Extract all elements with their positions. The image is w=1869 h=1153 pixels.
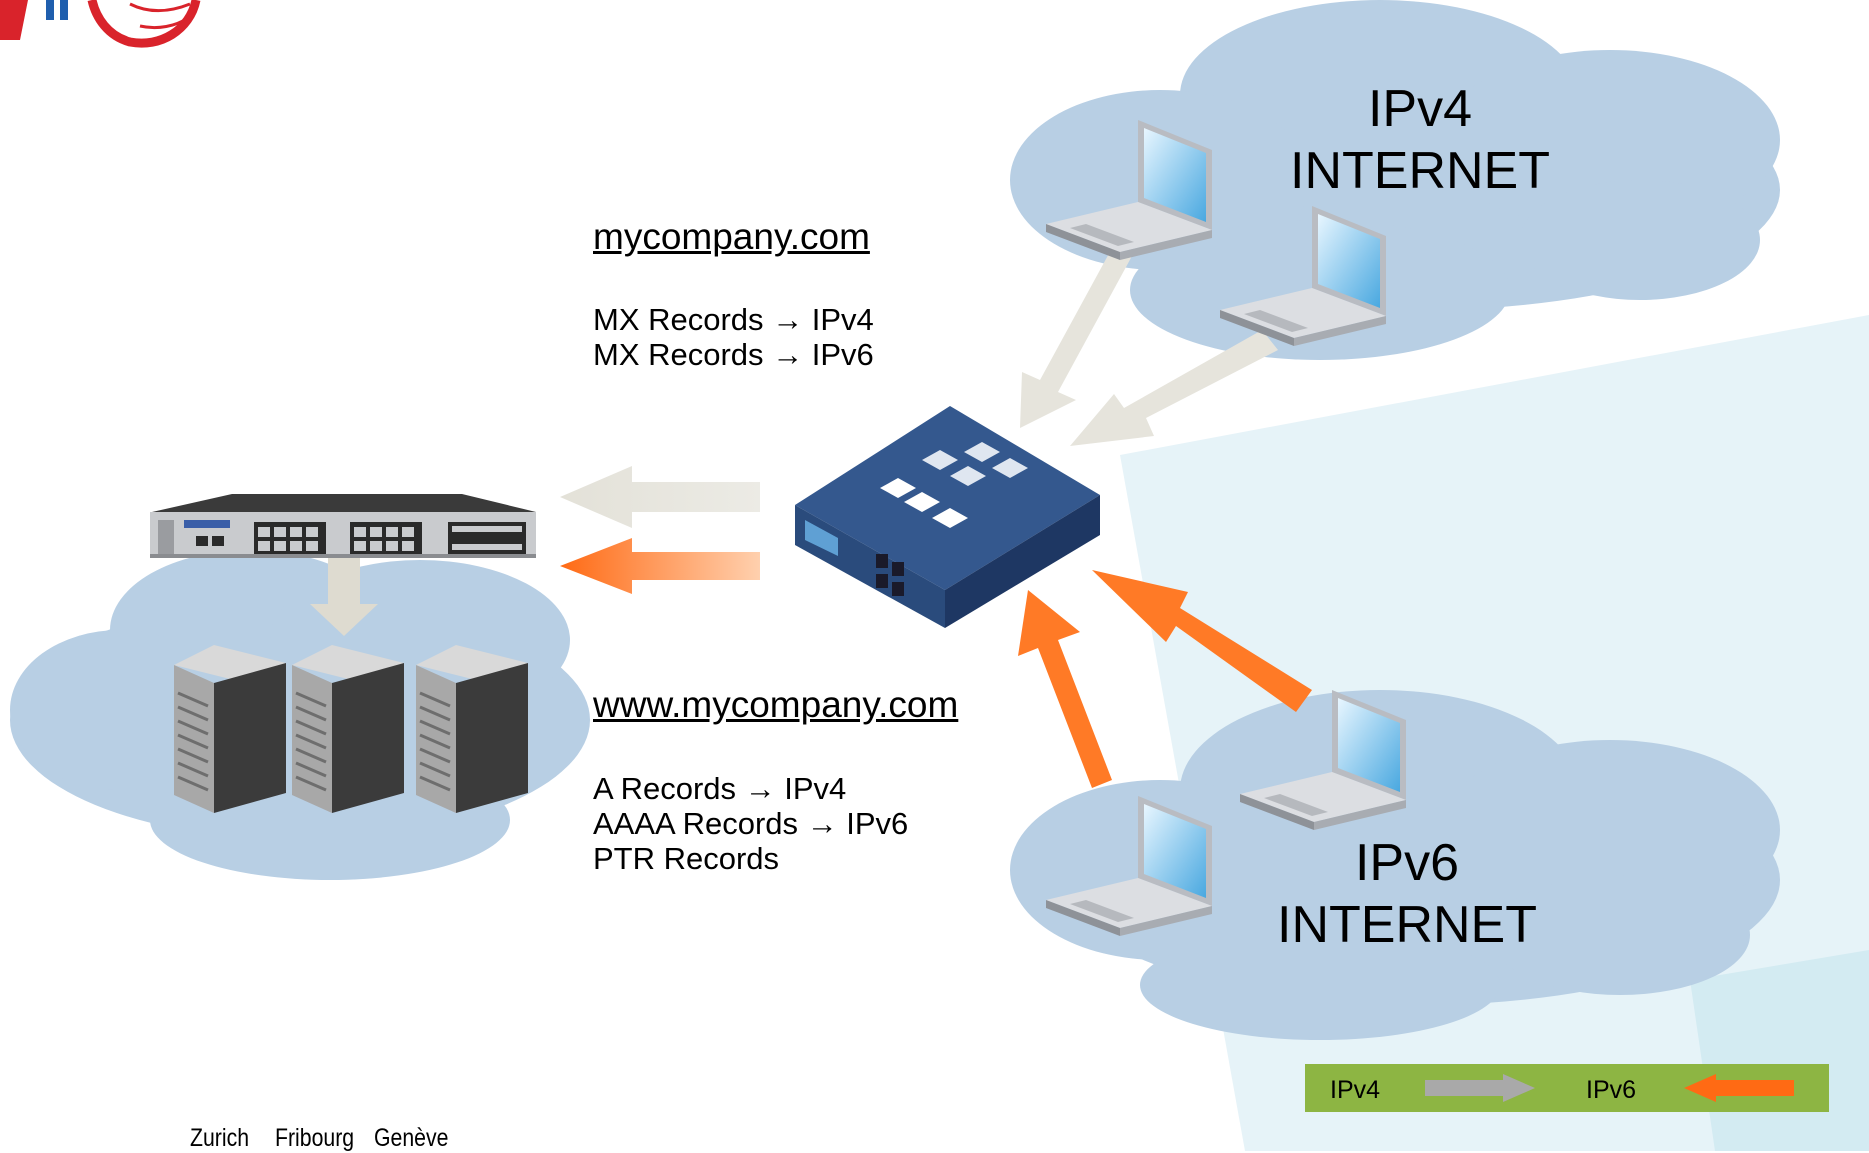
firewall-icon: [795, 406, 1100, 628]
web-record-line: PTR Records: [593, 841, 780, 876]
footer-city: Genève: [374, 1124, 449, 1152]
ipv6-cloud: [1010, 690, 1780, 1040]
legend-ipv6-arrow: [1716, 1080, 1794, 1096]
ipv4-cloud-label: IPv4 INTERNET: [1290, 80, 1550, 200]
legend-ipv4-label: IPv4: [1330, 1076, 1381, 1104]
switch-icon: [150, 494, 536, 558]
legend: [1305, 1064, 1829, 1112]
legend-ipv4-arrow: [1425, 1080, 1503, 1096]
footer-city: Fribourg: [275, 1124, 355, 1152]
switch-down-arrow: [310, 556, 378, 636]
web-record-line: A Records → IPv4: [593, 771, 847, 806]
mail-domain-heading: mycompany.com: [593, 216, 870, 257]
footer-city: Zurich: [190, 1124, 250, 1152]
web-record-line: AAAA Records → IPv6: [593, 806, 909, 841]
logo-icon: [0, 0, 201, 48]
ipv6-cloud-label: IPv6 INTERNET: [1277, 834, 1537, 954]
ipv4-arrows: [560, 248, 1278, 528]
mail-record-line: MX Records → IPv6: [593, 337, 874, 372]
ipv6-arrows: [560, 538, 1312, 788]
web-domain-heading: www.mycompany.com: [593, 684, 959, 725]
mail-record-line: MX Records → IPv4: [593, 302, 874, 337]
legend-ipv6-label: IPv6: [1586, 1076, 1637, 1104]
